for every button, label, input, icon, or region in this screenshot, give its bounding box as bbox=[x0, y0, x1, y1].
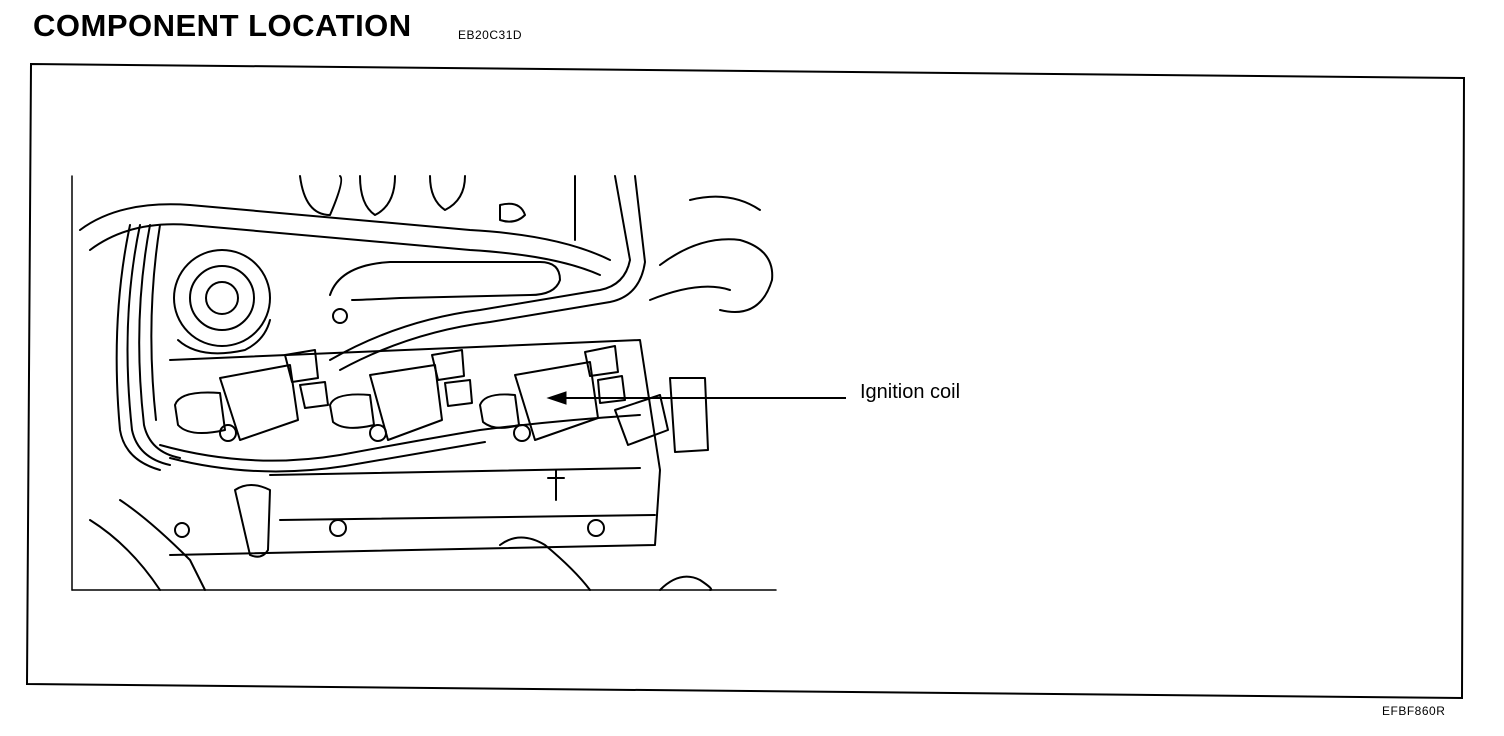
figure-code: EFBF860R bbox=[1382, 704, 1446, 718]
section-code: EB20C31D bbox=[458, 28, 523, 42]
callout-leader bbox=[546, 391, 846, 405]
page-title: COMPONENT LOCATION bbox=[33, 8, 412, 43]
engine-illustration bbox=[71, 175, 777, 591]
ignition-coil-label: Ignition coil bbox=[860, 381, 961, 403]
figure-frame bbox=[25, 62, 1466, 700]
